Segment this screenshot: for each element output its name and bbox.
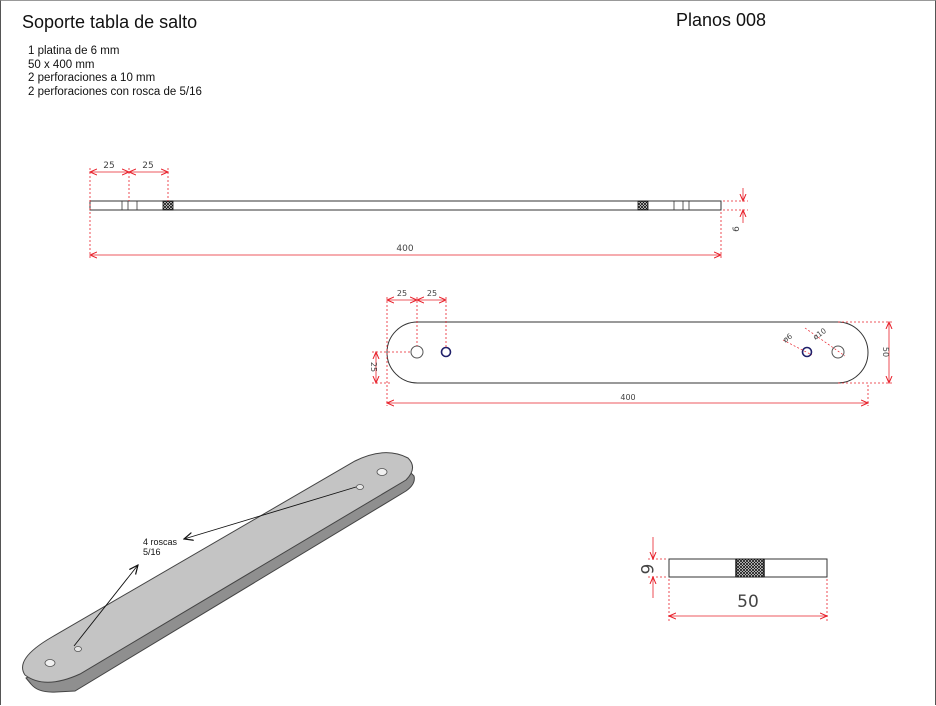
side-view: 25 25 400 6 xyxy=(90,161,748,258)
end-thread-section xyxy=(735,558,765,578)
side-plate-outline xyxy=(89,200,722,211)
top-hole-10-left xyxy=(410,345,424,359)
top-extension-lines xyxy=(372,297,893,406)
side-dimension-lines xyxy=(90,172,743,255)
spec-item: 50 x 400 mm xyxy=(28,58,95,71)
side-dim-25a: 25 xyxy=(103,161,114,171)
top-dim-50: 50 xyxy=(881,347,890,357)
iso-thread-hole xyxy=(356,484,364,490)
end-dimension-lines xyxy=(653,537,827,616)
iso-callout-line2: 5/16 xyxy=(143,547,161,557)
iso-callout-arrow xyxy=(184,486,357,539)
top-view: 25 25 400 50 25 ø6 ø10 xyxy=(369,289,893,406)
top-dim-25-edge: 25 xyxy=(369,362,378,372)
top-dim-400: 400 xyxy=(620,393,635,402)
top-dimension-lines xyxy=(376,300,889,403)
side-extension-lines xyxy=(89,168,748,258)
top-dim-25b: 25 xyxy=(427,289,437,298)
top-dim-25a: 25 xyxy=(397,289,407,298)
top-leader-lines xyxy=(782,327,846,357)
iso-callout-arrow xyxy=(73,565,138,647)
plan-number: Planos 008 xyxy=(676,10,767,30)
top-hole-thread-left xyxy=(440,346,452,358)
top-plate-outline xyxy=(386,321,869,384)
side-hole-lines xyxy=(121,201,690,210)
side-dim-400: 400 xyxy=(396,244,413,254)
spec-item: 2 perforaciones con rosca de 5/16 xyxy=(28,85,202,98)
iso-plate-face xyxy=(22,452,413,683)
end-dim-50: 50 xyxy=(737,592,759,612)
side-dim-25b: 25 xyxy=(142,161,153,171)
iso-thread-hole xyxy=(74,646,82,652)
end-view: 6 50 xyxy=(636,537,827,622)
spec-list: 1 platina de 6 mm 50 x 400 mm 2 perforac… xyxy=(28,45,202,99)
side-thread-right xyxy=(637,200,649,211)
end-dim-6: 6 xyxy=(636,564,656,575)
spec-item: 1 platina de 6 mm xyxy=(28,45,120,57)
iso-hole xyxy=(376,468,388,476)
sheet-title: Soporte tabla de salto xyxy=(22,12,198,32)
isometric-view: 4 roscas 5/16 xyxy=(22,452,415,693)
top-hole-thread-right xyxy=(801,346,813,358)
side-thread-left xyxy=(162,200,174,211)
spec-item: 2 perforaciones a 10 mm xyxy=(28,72,156,84)
top-hole-10-right xyxy=(831,345,845,359)
iso-hole xyxy=(44,659,56,667)
end-extension-lines xyxy=(648,558,828,622)
iso-callout-line1: 4 roscas xyxy=(143,537,178,547)
side-dim-6: 6 xyxy=(732,226,742,232)
